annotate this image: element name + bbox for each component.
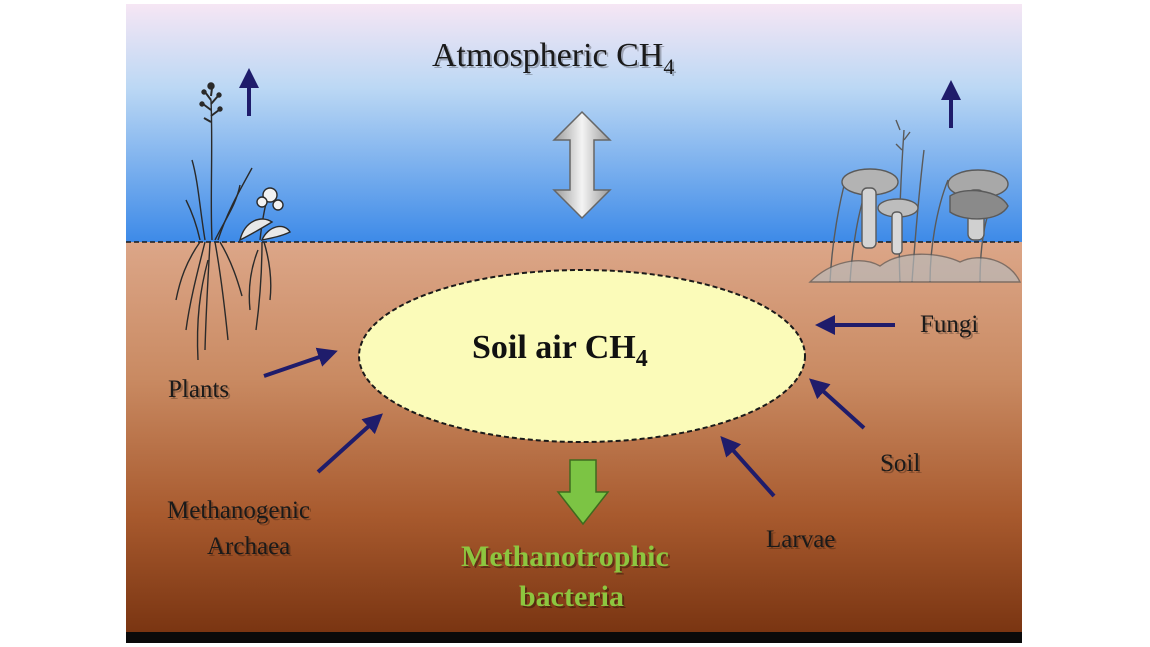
svg-text:bacteria: bacteria	[521, 582, 626, 615]
svg-text:Atmospheric CH4: Atmospheric CH4	[432, 37, 674, 79]
svg-text:bacteria: bacteria	[519, 580, 624, 613]
fungi-label: Fungi Fungi	[920, 311, 980, 340]
svg-text:Fungi: Fungi	[920, 311, 978, 338]
plants-arrow	[263, 347, 338, 378]
bottom-bar	[126, 632, 1022, 643]
svg-text:Methanogenic: Methanogenic	[169, 499, 312, 526]
svg-text:Soil: Soil	[880, 450, 920, 477]
svg-text:Methanotrophic: Methanotrophic	[461, 540, 669, 573]
svg-text:Larvae: Larvae	[766, 526, 835, 553]
soil-air-ch4-label: Soil air CH4	[472, 329, 648, 372]
svg-text:Methanogenic: Methanogenic	[167, 497, 310, 524]
soil-label: Soil Soil	[880, 450, 922, 479]
soil-air-ch4-pool	[358, 269, 806, 443]
larvae-arrow	[720, 436, 776, 498]
svg-text:Fungi: Fungi	[922, 313, 980, 340]
plants-label: Plants Plants	[168, 376, 231, 405]
svg-text:Archaea: Archaea	[207, 533, 290, 560]
methanotrophic-sink-arrow	[556, 459, 610, 526]
plant-illustration	[175, 82, 291, 361]
svg-text:Atmospheric CH4: Atmospheric CH4	[434, 39, 676, 81]
double-headed-arrow-icon	[552, 110, 612, 220]
methanogenic-archaea-label: Methanogenic Methanogenic Archaea Archae…	[167, 497, 312, 562]
svg-text:Larvae: Larvae	[768, 528, 837, 555]
methanotrophic-bacteria-label: Methanotrophic Methanotrophic bacteria b…	[461, 540, 671, 615]
larvae-label: Larvae Larvae	[766, 526, 837, 555]
svg-text:Soil: Soil	[882, 452, 922, 479]
mushroom-illustration	[808, 119, 1022, 283]
svg-text:Archaea: Archaea	[209, 535, 292, 562]
svg-text:Methanotrophic: Methanotrophic	[463, 542, 671, 575]
svg-text:Plants: Plants	[170, 378, 231, 405]
atmospheric-ch4-title: Atmospheric CH4 Atmospheric CH4	[432, 37, 676, 81]
soil-arrow	[809, 378, 866, 430]
archaea-arrow	[316, 413, 383, 474]
svg-text:Plants: Plants	[168, 376, 229, 403]
